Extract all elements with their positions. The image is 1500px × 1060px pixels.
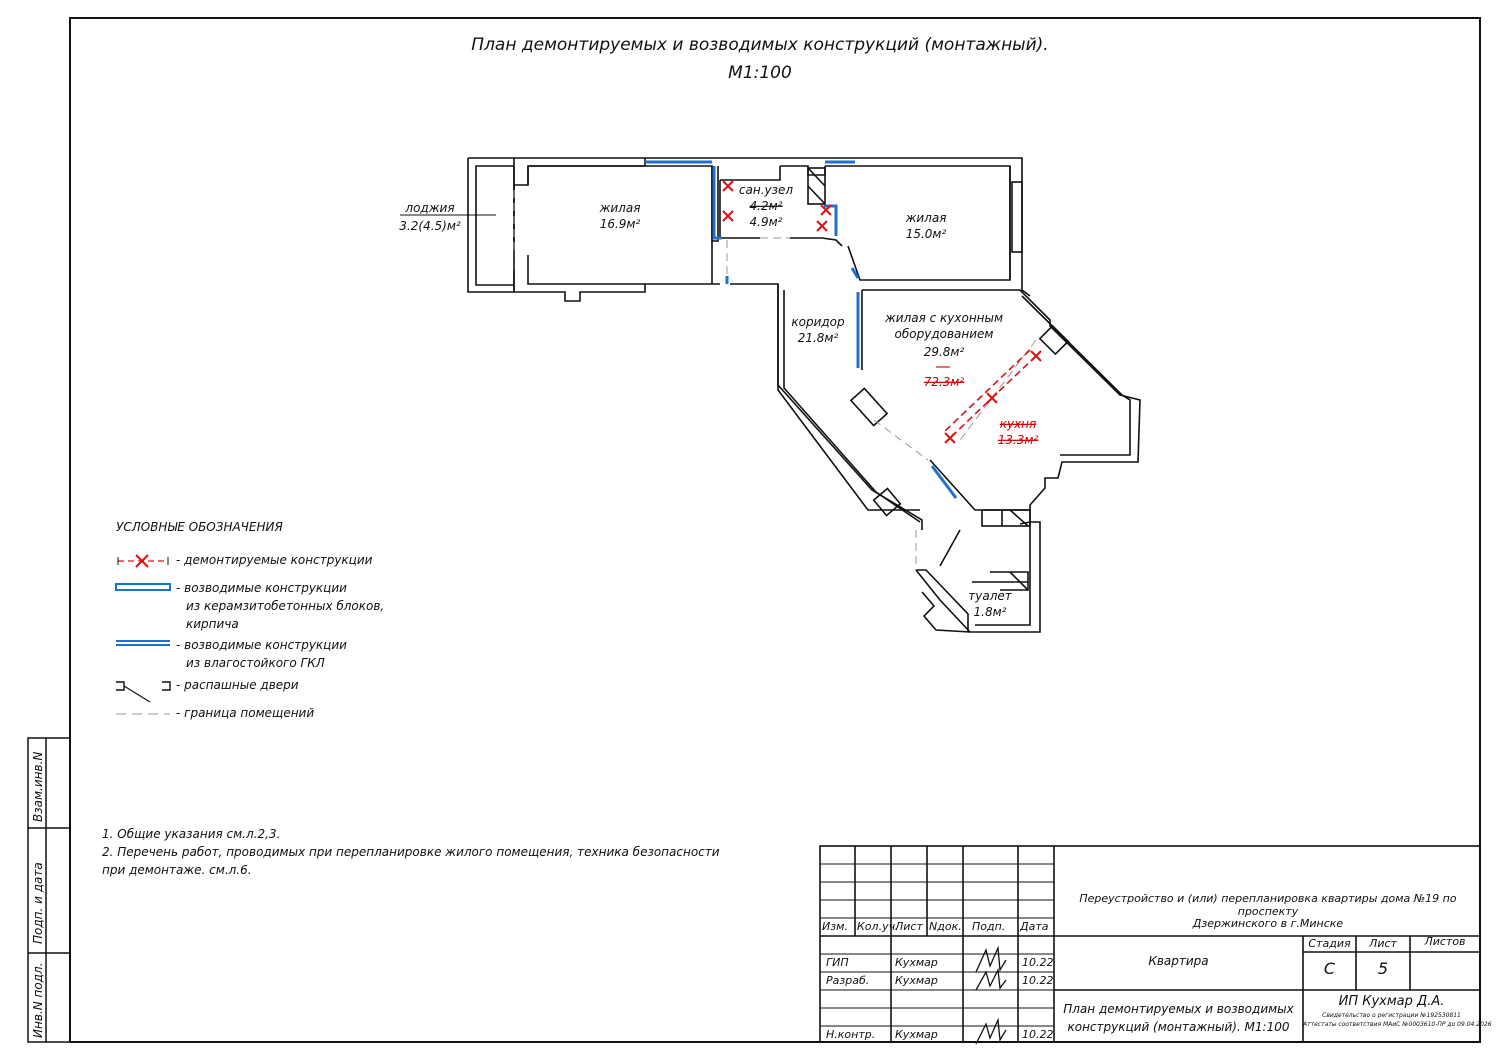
room-boundaries bbox=[513, 190, 1037, 570]
new-walls bbox=[645, 160, 958, 499]
room-living2-name: жилая bbox=[905, 211, 947, 225]
legend-demolish-line1: - демонтируемые конструкции bbox=[176, 553, 373, 567]
legend-boundary-line1: - граница помещений bbox=[176, 706, 315, 720]
sheet-frame bbox=[69, 17, 1481, 1043]
tb-header-ndok: Nдок. bbox=[929, 920, 962, 933]
room-living-kitchen-name2: оборудованием bbox=[895, 327, 994, 341]
legend-blocks-line3: кирпича bbox=[186, 617, 239, 631]
side-stamp-grid bbox=[27, 737, 71, 1043]
tb-drawing-title-line1: План демонтируемых и возводимых bbox=[1063, 1002, 1294, 1016]
tb-header-data: Дата bbox=[1020, 920, 1049, 933]
floor-plan bbox=[467, 157, 1141, 633]
demolished-structures bbox=[722, 180, 1042, 444]
room-loggia-area: 3.2(4.5)м² bbox=[399, 219, 461, 233]
legend-doors: - распашные двери bbox=[176, 678, 299, 692]
room-living1-name: жилая bbox=[599, 201, 641, 215]
tb-sheet-value: 5 bbox=[1377, 959, 1389, 978]
tb-header-podp: Подп. bbox=[972, 920, 1006, 933]
tb-drawing-title: План демонтируемых и возводимых конструк… bbox=[1054, 1000, 1303, 1036]
drawing-title: План демонтируемых и возводимых конструк… bbox=[471, 35, 1048, 55]
legend-heading: УСЛОВНЫЕ ОБОЗНАЧЕНИЯ bbox=[116, 520, 283, 534]
tb-role-nkontr: Н.контр. bbox=[826, 1028, 876, 1041]
demolish-cross bbox=[816, 220, 828, 232]
tb-stage-value: С bbox=[1323, 959, 1336, 978]
tb-project-line1: Переустройство и (или) перепланировка кв… bbox=[1079, 892, 1457, 918]
tb-date-razrab: 10.22 bbox=[1022, 974, 1054, 987]
general-notes: 1. Общие указания см.л.2,3. 2. Перечень … bbox=[102, 825, 720, 879]
tb-stage-label: Стадия bbox=[1308, 937, 1351, 950]
room-living1-area: 16.9м² bbox=[600, 217, 641, 231]
note-3: при демонтаже. см.л.6. bbox=[102, 863, 252, 877]
legend-blocks-line1: - возводимые конструкции bbox=[176, 581, 347, 595]
tb-company: ИП Кухмар Д.А. bbox=[1338, 994, 1445, 1009]
tb-header-koluch: Кол.уч. bbox=[857, 920, 899, 933]
tb-cert2: Аттестаты соответствия МАиС №0003610-ПР … bbox=[1303, 1021, 1492, 1028]
legend-gkl: - возводимые конструкции из влагостойког… bbox=[176, 636, 347, 672]
demolish-cross bbox=[820, 204, 832, 216]
tb-date-gip: 10.22 bbox=[1022, 956, 1054, 969]
room-toilet-name: туалет bbox=[968, 589, 1012, 603]
room-kitchen-name-old: кухня bbox=[1000, 417, 1037, 431]
legend-blocks-line2: из керамзитобетонных блоков, bbox=[186, 599, 385, 613]
legend-gkl-line1: - возводимые конструкции bbox=[176, 638, 347, 652]
tb-name-gip: Кухмар bbox=[895, 956, 938, 969]
room-toilet-area: 1.8м² bbox=[974, 605, 1007, 619]
legend-doors-line1: - распашные двери bbox=[176, 678, 299, 692]
plan-labels: План демонтируемых и возводимых конструк… bbox=[399, 35, 1048, 619]
room-corridor-name: коридор bbox=[791, 315, 845, 329]
room-bath-area-old: 4.2м² bbox=[750, 199, 783, 213]
signature-marks bbox=[975, 945, 1007, 1045]
room-corridor-area: 21.8м² bbox=[798, 331, 839, 345]
tb-drawing-title-line2: конструкций (монтажный). М1:100 bbox=[1067, 1020, 1290, 1034]
tb-object: Квартира bbox=[1148, 954, 1209, 968]
note-1: 1. Общие указания см.л.2,3. bbox=[102, 827, 281, 841]
tb-header-list: Лист bbox=[895, 920, 923, 933]
tb-project-line2: Дзержинского в г.Минске bbox=[1192, 917, 1344, 931]
legend-demolish: - демонтируемые конструкции bbox=[176, 553, 372, 567]
legend-symbols bbox=[115, 554, 171, 715]
tb-role-razrab: Разраб. bbox=[826, 974, 870, 987]
tb-role-gip: ГИП bbox=[826, 956, 849, 969]
tb-cert1: Свидетельство о регистрации №192530811 bbox=[1322, 1012, 1461, 1019]
room-living2-area: 15.0м² bbox=[906, 227, 947, 241]
demolish-cross bbox=[986, 392, 998, 404]
tb-name-razrab: Кухмар bbox=[895, 974, 938, 987]
demolish-cross bbox=[944, 432, 956, 444]
demolish-cross bbox=[722, 180, 734, 192]
legend-gkl-line2: из влагостойкого ГКЛ bbox=[186, 656, 325, 670]
tb-project: Переустройство и (или) перепланировка кв… bbox=[1056, 892, 1480, 931]
note-2: 2. Перечень работ, проводимых при перепл… bbox=[102, 845, 720, 859]
tb-sheet-label: Лист bbox=[1369, 937, 1397, 950]
room-loggia-name: лоджия bbox=[404, 201, 454, 215]
room-living-kitchen-name: жилая с кухонным bbox=[884, 311, 1003, 325]
room-kitchen-area-old: 13.3м² bbox=[998, 433, 1039, 447]
room-living-kitchen-area-old: 72.3м² bbox=[924, 375, 965, 389]
tb-header-izm: Изм. bbox=[822, 920, 848, 933]
side-stamp-podp: Подп. и дата bbox=[31, 862, 45, 944]
title-block-grid bbox=[819, 845, 1481, 1043]
tb-sheets-label: Листов bbox=[1424, 935, 1466, 948]
tb-date-nkontr: 10.22 bbox=[1022, 1028, 1054, 1041]
side-stamp-inv: Инв.N подл. bbox=[31, 962, 45, 1038]
drawing-scale: М1:100 bbox=[728, 63, 792, 83]
room-bath-name: сан.узел bbox=[739, 183, 793, 197]
demolish-cross bbox=[1030, 350, 1042, 362]
room-bath-area: 4.9м² bbox=[750, 215, 783, 229]
legend-boundary: - граница помещений bbox=[176, 706, 314, 720]
legend-blocks: - возводимые конструкции из керамзитобет… bbox=[176, 579, 384, 633]
demolish-cross bbox=[722, 210, 734, 222]
side-stamp-vzam: Взам.инв.N bbox=[31, 751, 45, 822]
tb-name-nkontr: Кухмар bbox=[895, 1028, 938, 1041]
room-living-kitchen-area: 29.8м² bbox=[924, 345, 965, 359]
